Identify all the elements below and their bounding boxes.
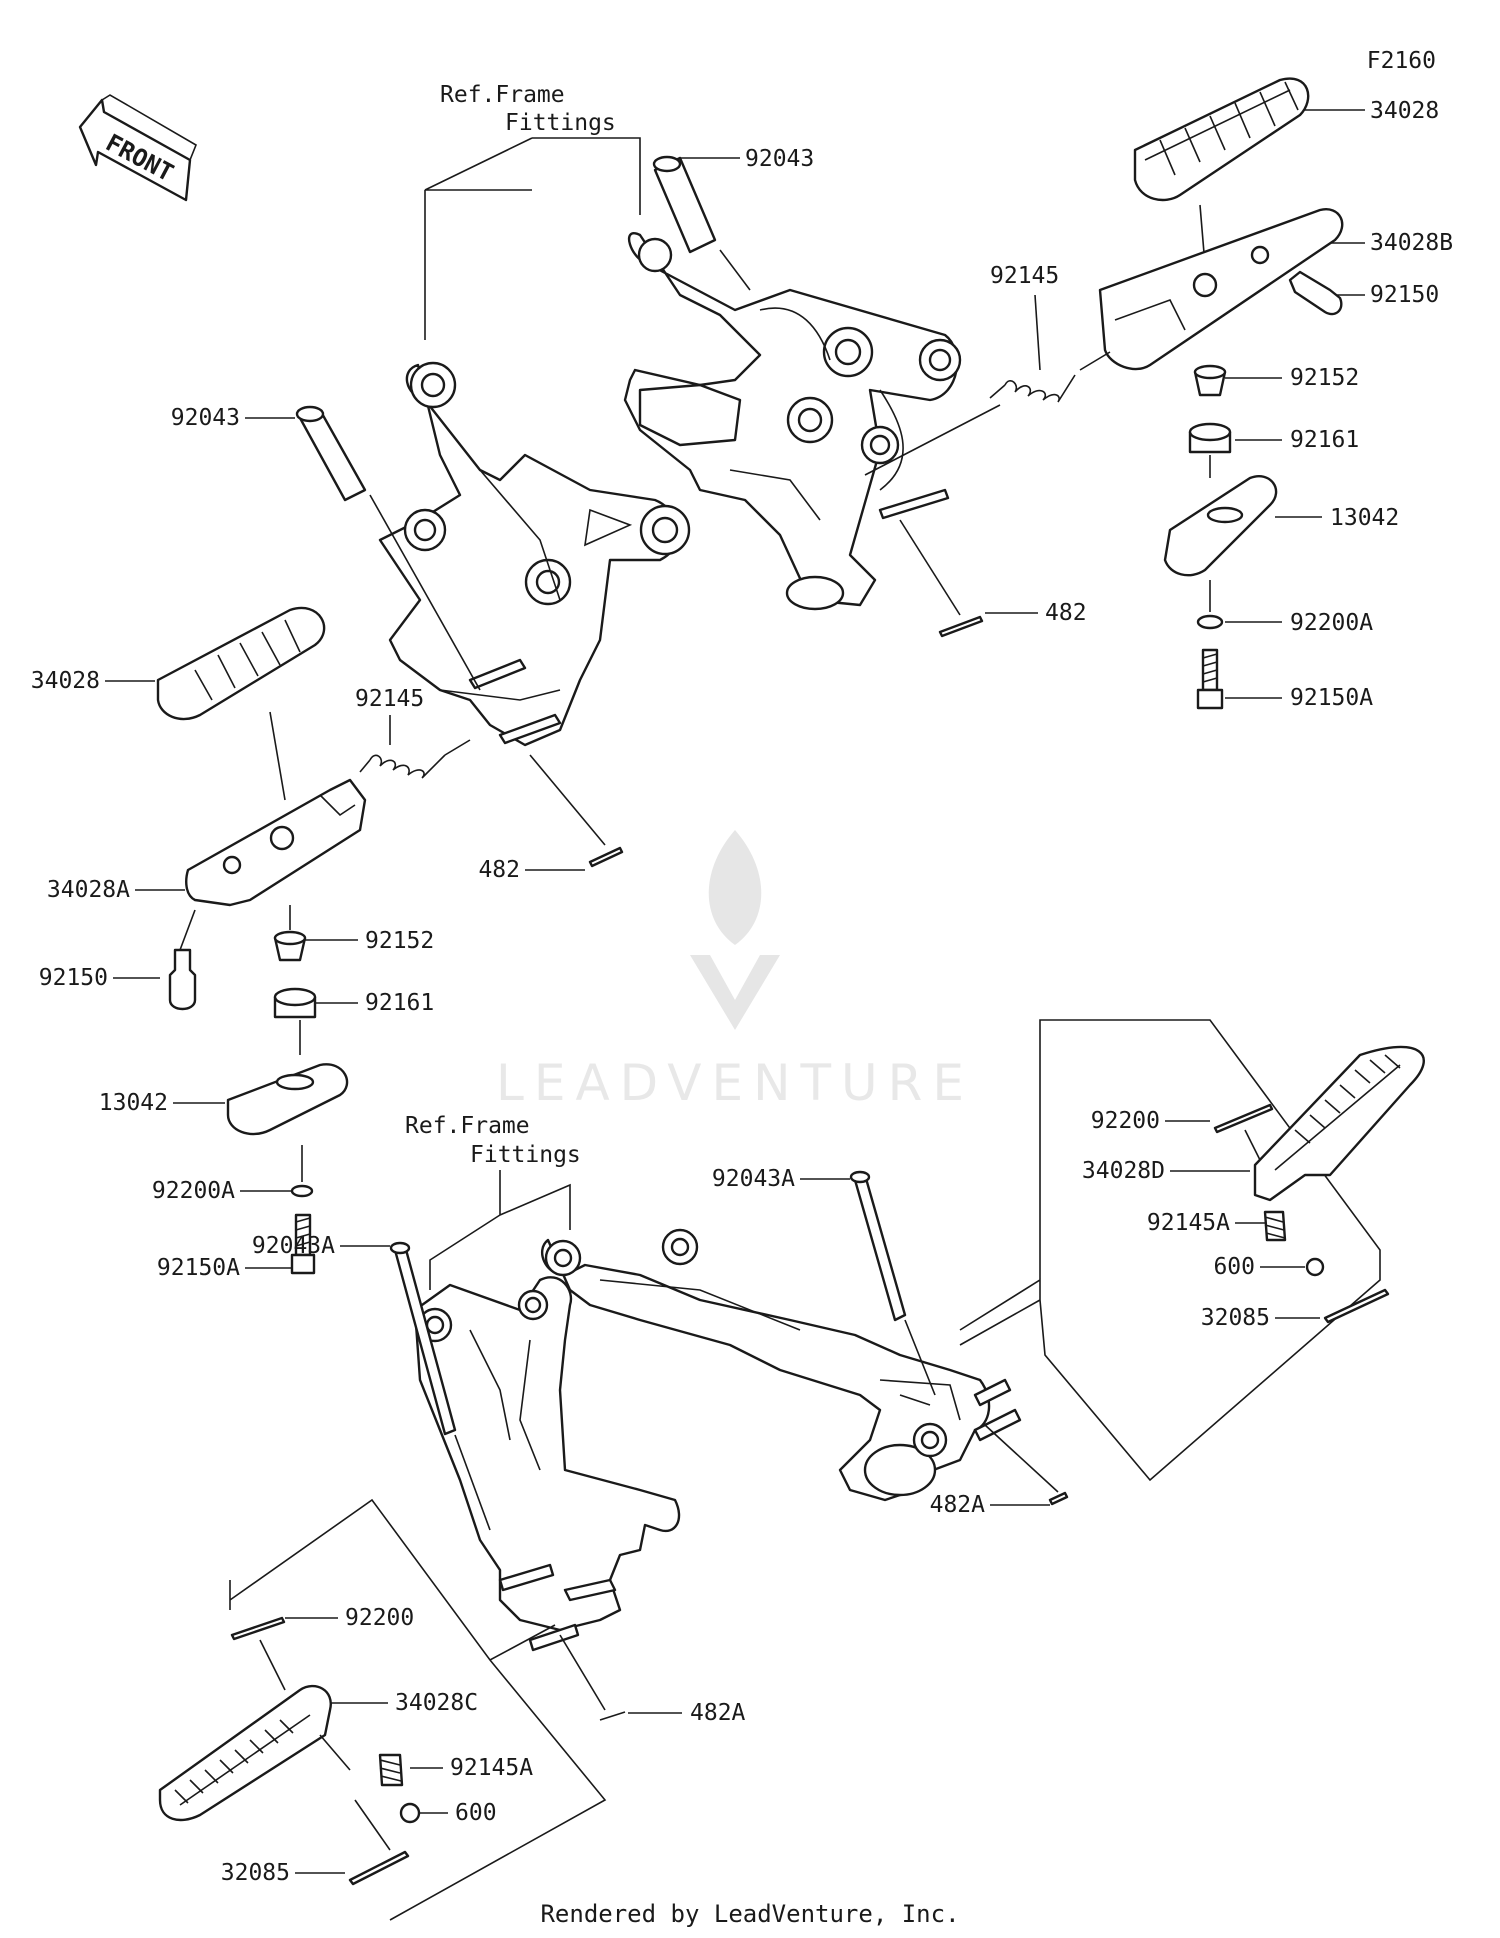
washer-92200-right bbox=[1213, 1103, 1274, 1134]
callout-l-92161: 92161 bbox=[365, 990, 434, 1016]
callout-bl-92200: 92200 bbox=[345, 1605, 414, 1631]
collar-92152-right bbox=[1193, 364, 1227, 397]
callout-br-34028D: 34028D bbox=[1082, 1158, 1165, 1184]
callout-l-13042: 13042 bbox=[99, 1090, 168, 1116]
footpeg-bracket-34028A bbox=[185, 778, 367, 907]
right-passenger-bracket bbox=[541, 1228, 1022, 1502]
callout-br-32085: 32085 bbox=[1201, 1305, 1270, 1331]
front-arrow-icon: FRONT bbox=[78, 94, 197, 202]
watermark-text: LEADVENTURE bbox=[496, 1054, 974, 1112]
plate-13042-right bbox=[1163, 475, 1278, 577]
bolt-92150-left bbox=[168, 948, 197, 1011]
cotter-pin-482-left bbox=[588, 846, 624, 868]
cotter-pin-482-right bbox=[938, 615, 984, 638]
footer-credit: Rendered by LeadVenture, Inc. bbox=[540, 1900, 959, 1928]
pin-92043-left bbox=[295, 405, 367, 502]
watermark-logo bbox=[690, 830, 780, 1030]
callout-br-92043A: 92043A bbox=[712, 1166, 795, 1192]
ref-frame-top-bracket bbox=[424, 137, 641, 340]
ref-frame-top-line1: Ref.Frame bbox=[440, 82, 565, 108]
left-passenger-bracket bbox=[413, 1276, 681, 1652]
callout-l-34028A: 34028A bbox=[47, 877, 130, 903]
callout-l-482: 482 bbox=[478, 857, 520, 883]
pin-92043A-right bbox=[849, 1170, 907, 1322]
callout-br-600: 600 bbox=[1213, 1254, 1255, 1280]
callout-r-13042: 13042 bbox=[1330, 505, 1399, 531]
left-footpeg-bracket bbox=[378, 361, 691, 747]
callout-r-92145: 92145 bbox=[990, 263, 1059, 289]
footpeg-rubber-34028-left bbox=[156, 606, 326, 721]
pin-32085-left bbox=[348, 1850, 410, 1886]
damper-92161-left bbox=[273, 987, 317, 1019]
br-group-bracket bbox=[959, 1019, 1381, 1482]
spring-92145-left bbox=[359, 754, 446, 779]
pin-32085-right bbox=[1323, 1288, 1390, 1324]
footpeg-bracket-34028B bbox=[1098, 208, 1344, 371]
pivot-pin-right bbox=[878, 488, 950, 520]
footpeg-34028D bbox=[1253, 1045, 1425, 1202]
callout-r-92043: 92043 bbox=[745, 146, 814, 172]
callout-l-92150: 92150 bbox=[39, 965, 108, 991]
callout-l-92150A: 92150A bbox=[157, 1255, 240, 1281]
callout-l-34028: 34028 bbox=[31, 668, 100, 694]
ball-600-right bbox=[1305, 1257, 1325, 1277]
spring-92145A-right bbox=[1263, 1210, 1287, 1242]
bolt-92150-right bbox=[1288, 270, 1343, 316]
callout-l-92145: 92145 bbox=[355, 686, 424, 712]
callout-bl-600: 600 bbox=[455, 1800, 497, 1826]
callout-r-92161: 92161 bbox=[1290, 427, 1359, 453]
ref-frame-bottom-line2: Fittings bbox=[470, 1142, 581, 1168]
collar-92152-left bbox=[273, 930, 307, 962]
spring-92145-right bbox=[989, 374, 1076, 403]
callout-r-92150A: 92150A bbox=[1290, 685, 1373, 711]
callout-r-92200A: 92200A bbox=[1290, 610, 1373, 636]
pin-92043-top bbox=[652, 155, 717, 254]
callout-l-92200A: 92200A bbox=[152, 1178, 235, 1204]
callout-r-92150: 92150 bbox=[1370, 282, 1439, 308]
pin-92043A-left bbox=[389, 1241, 457, 1436]
callout-br-482A: 482A bbox=[930, 1492, 986, 1518]
footpeg-34028C bbox=[158, 1684, 332, 1822]
cotter-pin-482A-right bbox=[1048, 1491, 1069, 1506]
ball-600-left bbox=[399, 1802, 421, 1824]
washer-92200A-right bbox=[1196, 614, 1224, 630]
callout-bl-482A: 482A bbox=[690, 1700, 746, 1726]
right-footpeg-bracket bbox=[623, 232, 962, 611]
footpeg-rubber-34028-right bbox=[1133, 77, 1310, 202]
callout-l-92043: 92043 bbox=[171, 405, 240, 431]
damper-92161-right bbox=[1188, 422, 1232, 454]
callout-l-92152: 92152 bbox=[365, 928, 434, 954]
bolt-92150A-right bbox=[1196, 648, 1224, 710]
ref-frame-bottom-line1: Ref.Frame bbox=[405, 1113, 530, 1139]
ref-frame-top-line2: Fittings bbox=[505, 110, 616, 136]
plate-13042-left bbox=[226, 1063, 349, 1136]
callout-r-482: 482 bbox=[1045, 600, 1087, 626]
callout-bl-32085: 32085 bbox=[221, 1860, 290, 1886]
spring-92145A-left bbox=[378, 1753, 404, 1787]
bolt-92150A-left bbox=[290, 1213, 316, 1275]
diagram-code: F2160 bbox=[1367, 48, 1436, 74]
bl-group-bracket bbox=[229, 1498, 607, 1921]
ref-frame-bottom-bracket bbox=[429, 1170, 571, 1290]
callout-r-34028B: 34028B bbox=[1370, 230, 1453, 256]
callout-bl-92145A: 92145A bbox=[450, 1755, 533, 1781]
washer-92200A-left bbox=[290, 1184, 314, 1198]
callout-bl-34028C: 34028C bbox=[395, 1690, 478, 1716]
callout-r-34028: 34028 bbox=[1370, 98, 1439, 124]
washer-92200-left bbox=[230, 1616, 286, 1641]
callout-br-92200: 92200 bbox=[1091, 1108, 1160, 1134]
callout-r-92152: 92152 bbox=[1290, 365, 1359, 391]
callout-br-92145A: 92145A bbox=[1147, 1210, 1230, 1236]
callout-bl-92043A: 92043A bbox=[252, 1233, 335, 1259]
